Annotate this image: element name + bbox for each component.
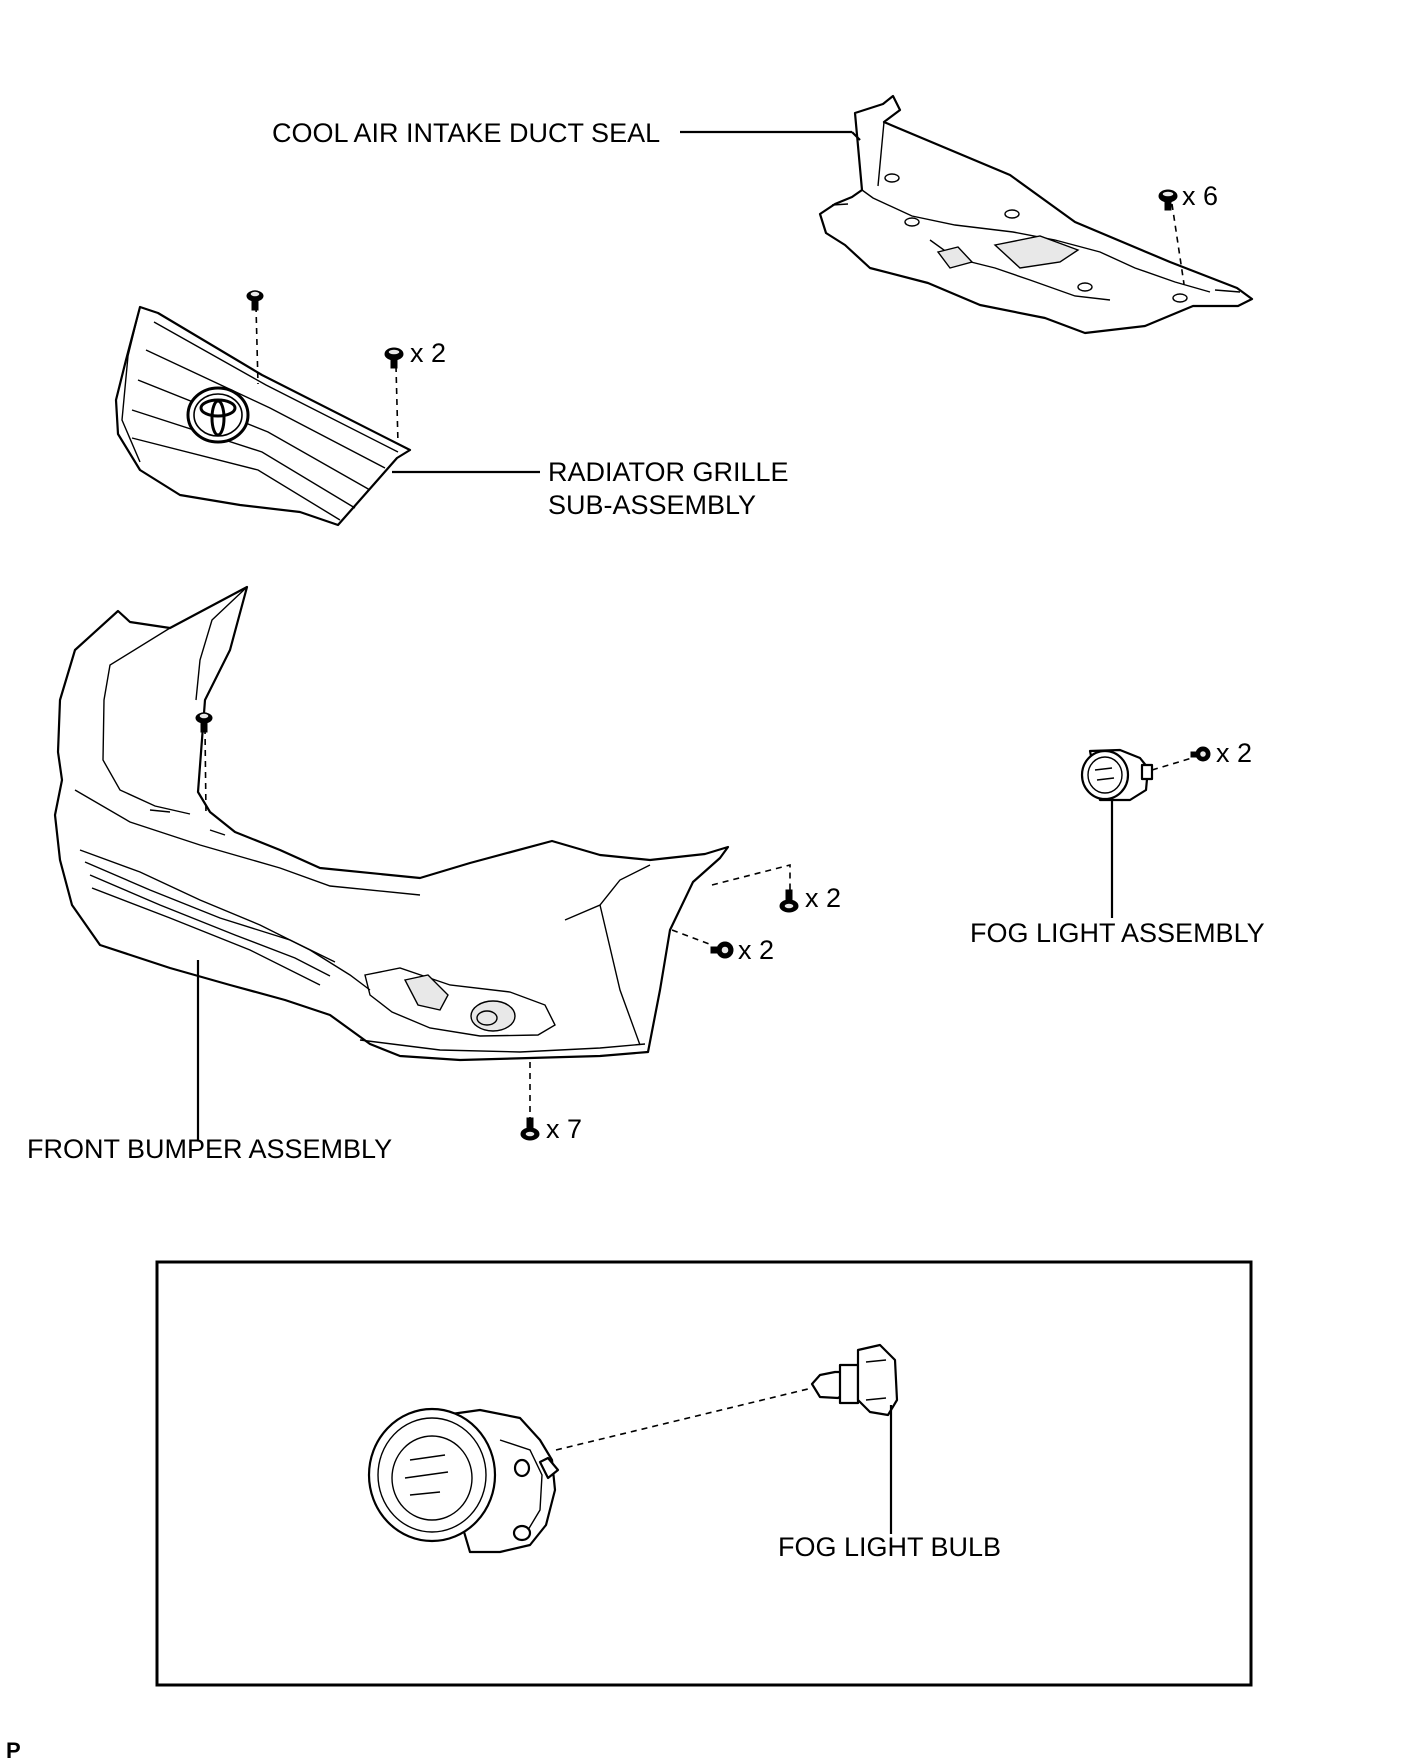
- clip-icon: [520, 1117, 540, 1141]
- clip-icon: [1158, 189, 1178, 211]
- duct-seal-clip-qty: x 6: [1182, 181, 1218, 211]
- grille-clip2-dashline: [395, 365, 399, 445]
- bumper-side-clip-dashline: [711, 863, 791, 892]
- clip-icon: [246, 290, 264, 311]
- bumper-side-screw-qty: x 2: [738, 935, 774, 965]
- front-bumper-part: [53, 585, 730, 1062]
- front-bumper-assembly-label: FRONT BUMPER ASSEMBLY: [27, 1134, 392, 1164]
- duct-seal-clip-dashline: [1171, 203, 1185, 285]
- grille-clip-qty: x 2: [410, 338, 446, 368]
- clip-icon: [195, 712, 213, 733]
- bumper-side-screw-dashline: [671, 929, 713, 946]
- toyota-emblem-icon: [186, 386, 250, 444]
- duct-seal-leader: [680, 130, 861, 141]
- cool-air-intake-duct-seal-label: COOL AIR INTAKE DUCT SEAL: [272, 118, 660, 148]
- clip-icon: [384, 347, 404, 369]
- bumper-top-clip-dashline: [204, 727, 207, 816]
- clip-icon: [779, 889, 799, 913]
- screw-icon: [710, 941, 734, 959]
- fog-bulb-dashline: [555, 1387, 813, 1451]
- bumper-bottom-clip-qty: x 7: [546, 1114, 582, 1144]
- corner-mark: P: [6, 1738, 21, 1763]
- cool-air-intake-duct-seal-part: [818, 94, 1254, 335]
- fog-light-detail-part: [367, 1407, 560, 1554]
- grille-clip-dashline: [255, 305, 259, 385]
- fog-light-bulb-part: [810, 1343, 899, 1417]
- fog-light-bulb-label: FOG LIGHT BULB: [778, 1532, 1001, 1562]
- fog-light-assembly-part: [1080, 748, 1154, 802]
- bumper-side-clip-qty: x 2: [805, 883, 841, 913]
- fog-light-screw-dashline: [1151, 757, 1193, 771]
- fog-light-screw-qty: x 2: [1216, 738, 1252, 768]
- radiator-grille-label-line1: RADIATOR GRILLE: [548, 457, 789, 487]
- fog-light-assembly-label: FOG LIGHT ASSEMBLY: [970, 918, 1265, 948]
- radiator-grille-label-line2: SUB-ASSEMBLY: [548, 490, 756, 520]
- detail-box: [155, 1260, 1253, 1687]
- radiator-grille-part: [114, 305, 412, 527]
- screw-icon: [1190, 746, 1211, 762]
